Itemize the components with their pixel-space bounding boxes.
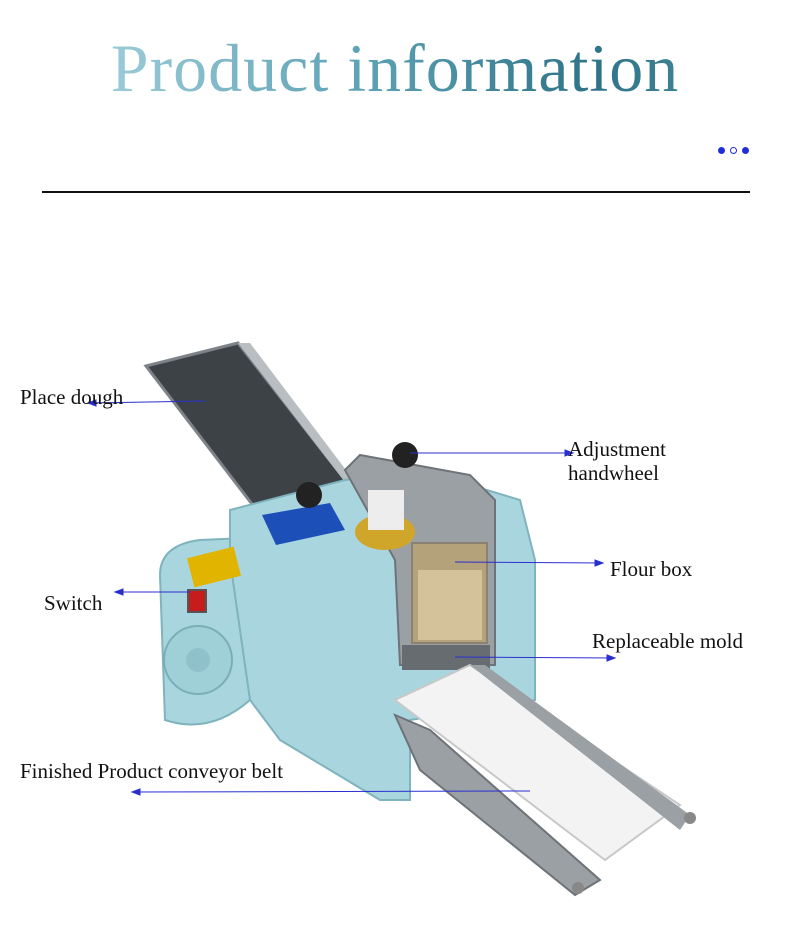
conveyor-frame [393,713,602,897]
label-adjustment-line2: handwheel [568,461,659,485]
pointer-line [87,400,206,404]
pointer-line [454,656,616,659]
label-switch: Switch [44,591,103,615]
dot-filled [742,147,749,154]
pagination-dots [716,145,752,157]
pointer-line [454,561,604,564]
label-conveyor-belt: Finished Product conveyor belt [20,759,284,783]
label-adjustment-line1: Adjustment [568,437,666,461]
label-place-dough: Place dough [20,385,124,409]
knob-icon [296,482,322,508]
pointer-line [131,790,531,793]
warning-sticker [187,546,241,588]
dough-tray-rail [238,343,352,482]
conveyor-frame-right [470,665,690,830]
label-replaceable-mold: Replaceable mold [592,629,744,653]
knob-icon [392,442,418,468]
control-sticker-left [262,503,345,545]
roller-cover [368,490,404,530]
label-flour-box: Flour box [610,557,693,581]
divider-line [42,191,750,193]
dot-outline [730,147,737,154]
page-title: Product information [0,28,790,108]
conveyor-belt [393,663,682,862]
dot-filled [718,147,725,154]
power-switch [187,589,207,613]
